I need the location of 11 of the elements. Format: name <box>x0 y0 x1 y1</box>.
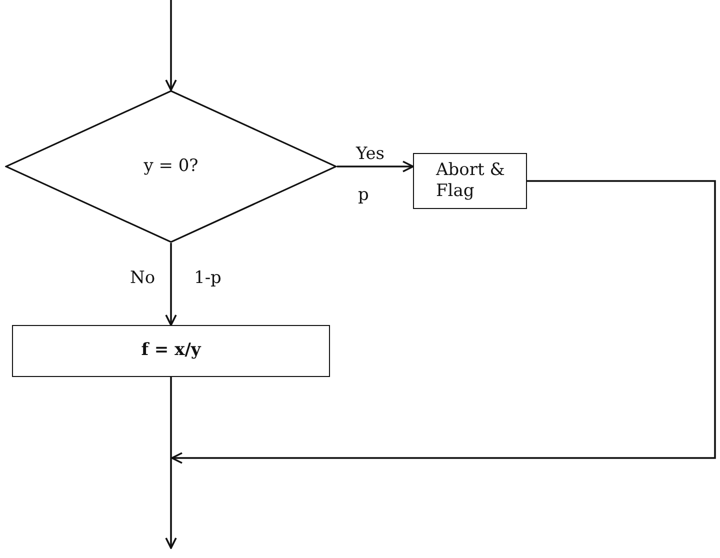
process-box <box>413 153 527 209</box>
arrow <box>165 377 177 549</box>
arrow <box>165 243 177 326</box>
arrow <box>171 180 716 464</box>
node-text: f = x/y <box>140 340 202 362</box>
arrow <box>337 160 414 172</box>
decision-diamond <box>5 90 337 243</box>
node-text: y = 0? <box>142 156 200 178</box>
node-text: Abort & Flag <box>434 160 506 202</box>
arrow <box>165 0 177 91</box>
process-box <box>12 325 330 377</box>
